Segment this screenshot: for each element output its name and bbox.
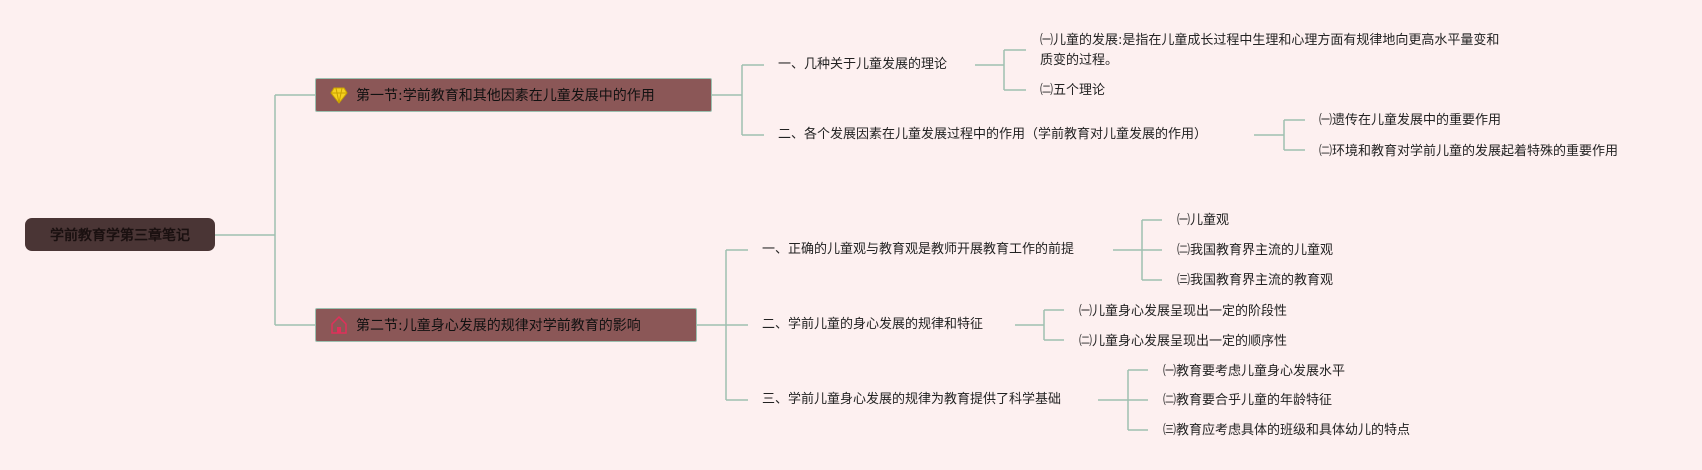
leaf-2-2-2[interactable]: ㈡儿童身心发展呈现出一定的顺序性 [1079,334,1288,349]
leaf-2-3-3[interactable]: ㈢教育应考虑具体的班级和具体幼儿的特点 [1163,423,1411,438]
section-2-node[interactable]: 第二节:儿童身心发展的规律对学前教育的影响 [315,308,697,342]
leaf-2-1-1[interactable]: ㈠儿童观 [1177,213,1230,228]
leaf-1-2-2[interactable]: ㈡环境和教育对学前儿童的发展起着特殊的重要作用 [1319,144,1619,159]
topic-1-1[interactable]: 一、几种关于儿童发展的理论 [778,57,948,72]
leaf-1-1-2[interactable]: ㈡五个理论 [1040,83,1106,98]
leaf-2-1-2[interactable]: ㈡我国教育界主流的儿童观 [1177,243,1334,258]
leaf-2-1-3[interactable]: ㈢我国教育界主流的教育观 [1177,273,1334,288]
section-2-label: 第二节:儿童身心发展的规律对学前教育的影响 [356,318,641,334]
leaf-1-1-1-cont[interactable]: 质变的过程。 [1040,53,1119,68]
topic-2-1[interactable]: 一、正确的儿童观与教育观是教师开展教育工作的前提 [762,242,1075,257]
root-label: 学前教育学第三章笔记 [50,227,190,244]
leaf-1-1-1[interactable]: ㈠儿童的发展:是指在儿童成长过程中生理和心理方面有规律地向更高水平量变和 [1040,33,1500,48]
topic-2-3[interactable]: 三、学前儿童身心发展的规律为教育提供了科学基础 [762,392,1062,407]
topic-1-2[interactable]: 二、各个发展因素在儿童发展过程中的作用（学前教育对儿童发展的作用） [778,127,1208,142]
leaf-2-3-2[interactable]: ㈡教育要合乎儿童的年龄特征 [1163,393,1333,408]
house-icon [330,316,350,334]
leaf-2-2-1[interactable]: ㈠儿童身心发展呈现出一定的阶段性 [1079,304,1288,319]
section-1-label: 第一节:学前教育和其他因素在儿童发展中的作用 [356,88,655,104]
leaf-1-2-1[interactable]: ㈠遗传在儿童发展中的重要作用 [1319,113,1502,128]
root-node[interactable]: 学前教育学第三章笔记 [25,218,215,251]
section-1-node[interactable]: 第一节:学前教育和其他因素在儿童发展中的作用 [315,78,712,112]
diamond-icon [330,86,350,104]
leaf-2-3-1[interactable]: ㈠教育要考虑儿童身心发展水平 [1163,364,1346,379]
topic-2-2[interactable]: 二、学前儿童的身心发展的规律和特征 [762,317,984,332]
